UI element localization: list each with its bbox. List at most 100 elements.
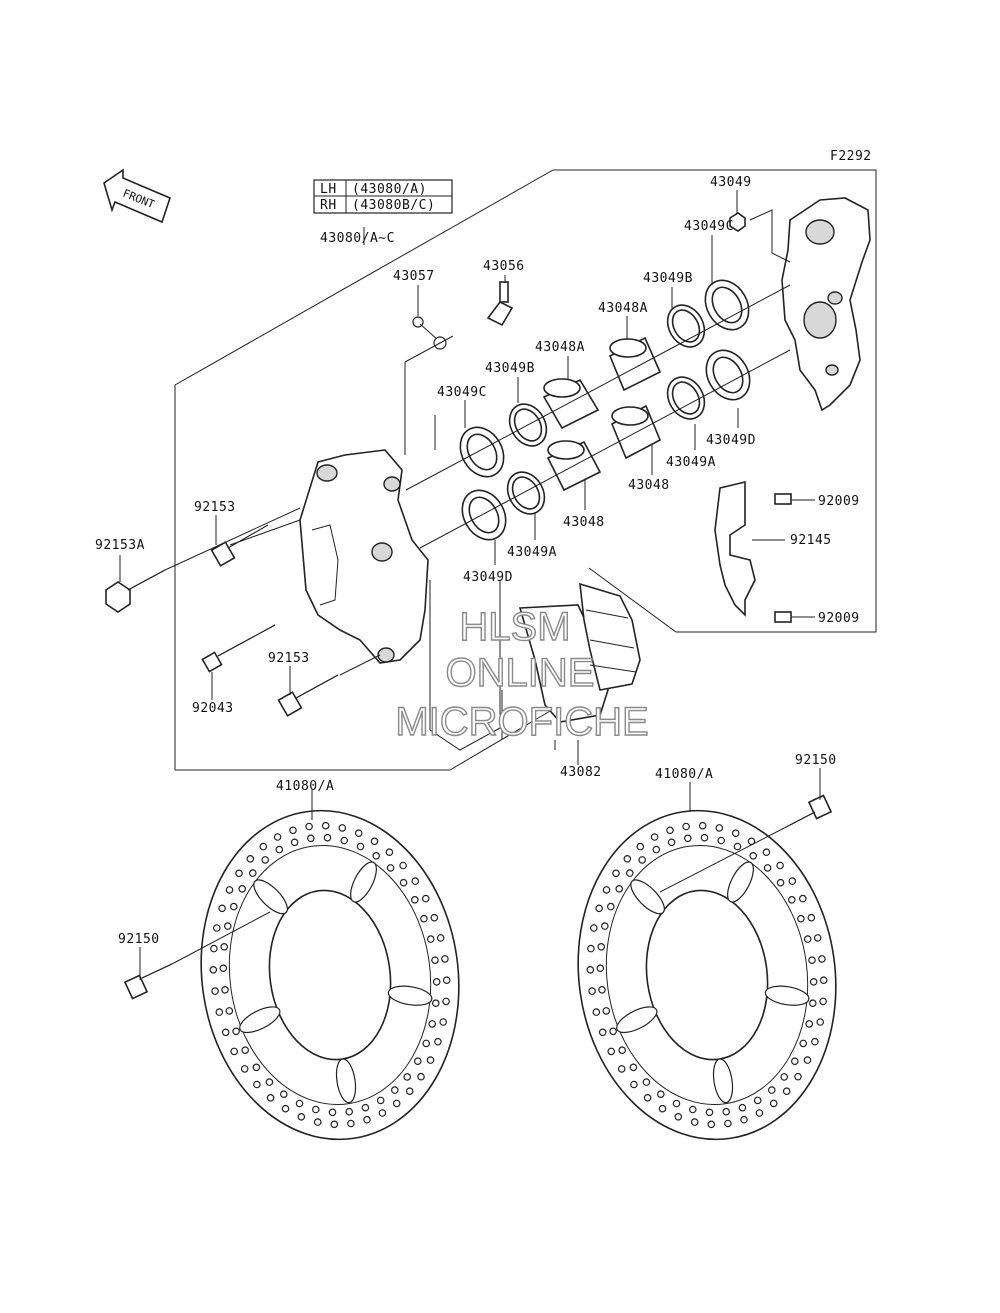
disc-vent-hole (811, 1037, 819, 1046)
disc-vent-hole (682, 822, 690, 831)
label-43048-left: 43048 (563, 515, 605, 530)
bolt-92153a (105, 569, 166, 613)
disc-vent-hole (311, 1105, 320, 1114)
disc-vent-hole (819, 976, 828, 985)
disc-vent-hole (618, 1046, 627, 1055)
disc-vent-hole (733, 842, 742, 851)
disc-vent-hole (386, 864, 395, 872)
disc-vent-hole (587, 944, 595, 953)
disc-vent-hole (330, 1120, 339, 1129)
label-43049b-right: 43049B (643, 271, 693, 286)
disc-vent-hole (602, 1007, 611, 1015)
disc-vent-hole (623, 854, 632, 863)
disc-vent-hole (816, 1018, 825, 1026)
disc-slot (253, 879, 288, 915)
disc-slot (630, 879, 665, 915)
disc-vent-hole (321, 821, 330, 830)
disc-vent-hole (313, 1118, 322, 1126)
disc-vent-hole (253, 1080, 261, 1089)
label-43057: 43057 (393, 269, 435, 284)
disc-vent-hole (586, 965, 595, 974)
disc-vent-hole (788, 877, 797, 885)
brake-pads-43082 (518, 582, 641, 723)
disc-vent-hole (238, 884, 247, 893)
bolt-92153-top (210, 524, 269, 567)
disc-vent-hole (630, 1080, 638, 1089)
disc-vent-hole (672, 1099, 681, 1108)
legend-lh-code: (43080/A) (352, 182, 427, 197)
leader-lines (119, 190, 821, 980)
disc-vent-hole (652, 845, 661, 854)
disc-vent-hole (209, 965, 218, 974)
watermark-line2: ONLINE (446, 651, 595, 695)
disc-vent-hole (385, 848, 394, 857)
disc-vent-hole (417, 1072, 425, 1081)
disc-vent-hole (431, 956, 439, 965)
disc-vent-hole (370, 837, 379, 846)
disc-vent-hole (740, 1115, 748, 1124)
label-43049a-right: 43049A (666, 455, 716, 470)
disc-vent-hole (598, 1028, 607, 1037)
disc-vent-hole (211, 987, 219, 995)
piston-43048a-left (542, 378, 600, 430)
disc-vent-hole (819, 997, 827, 1006)
label-92153-top: 92153 (194, 500, 236, 515)
disc-vent-hole (252, 1063, 261, 1072)
disc-vent-hole (808, 956, 816, 965)
disc-vent-hole (592, 1008, 601, 1016)
disc-bolt-92150-left (123, 963, 173, 1000)
disc-vent-hole (218, 904, 226, 913)
disc-vent-hole (787, 895, 796, 904)
disc-vent-hole (803, 935, 812, 943)
disc-vent-hole (602, 886, 611, 894)
disc-vent-hole (220, 942, 229, 951)
disc-vent-hole (809, 977, 818, 986)
disc-vent-hole (246, 854, 255, 863)
disc-vent-hole (279, 1090, 288, 1099)
disc-vent-hole (600, 922, 609, 930)
disc-vent-hole (259, 842, 268, 851)
label-92150-right: 92150 (795, 753, 837, 768)
assembly-center-lines (405, 284, 791, 549)
disc-vent-hole (420, 914, 428, 923)
disc-vent-hole (790, 1057, 799, 1066)
label-43049c-right: 43049C (684, 219, 734, 234)
disc-vent-hole (241, 1046, 250, 1055)
disc-vent-hole (306, 834, 315, 843)
disc-vent-hole (390, 1086, 399, 1094)
label-43056: 43056 (483, 259, 525, 274)
disc-vent-hole (617, 1065, 626, 1073)
bolt-92153-bottom (277, 674, 339, 717)
disc-vent-hole (776, 861, 784, 870)
disc-vent-hole (707, 1120, 716, 1129)
disc-slot (335, 1058, 357, 1104)
disc-vent-hole (323, 833, 332, 842)
label-43048-right: 43048 (628, 478, 670, 493)
disc-vent-hole (431, 999, 440, 1008)
piston-43048-right (610, 404, 662, 460)
caliper-body-left (229, 449, 429, 664)
watermark: HLSM ONLINE MICROFICHE (395, 604, 650, 744)
disc-vent-hole (275, 845, 284, 854)
disc-vent-hole (232, 1027, 240, 1036)
disc-vent-hole (638, 856, 647, 864)
disc-vent-hole (588, 987, 596, 995)
disc-slot (712, 1058, 734, 1104)
disc-slot (764, 985, 810, 1006)
disc-vent-hole (442, 997, 450, 1006)
disc-vent-hole (763, 864, 772, 872)
disc-vent-hole (225, 886, 234, 894)
disc-vent-hole (598, 985, 606, 994)
disc-vent-hole (297, 1113, 306, 1121)
label-43049d-right: 43049D (706, 433, 756, 448)
disc-vent-hole (428, 1020, 437, 1028)
caliper-body-right (781, 197, 871, 412)
disc-vent-hole (780, 1073, 789, 1081)
disc-slot (350, 861, 377, 903)
label-92153a: 92153A (95, 538, 145, 553)
disc-vent-hole (609, 1027, 617, 1036)
disc-vent-hole (667, 838, 676, 847)
disc-vent-hole (224, 922, 232, 930)
disc-vent-hole (361, 1103, 370, 1112)
disc-vent-hole (782, 1087, 791, 1096)
